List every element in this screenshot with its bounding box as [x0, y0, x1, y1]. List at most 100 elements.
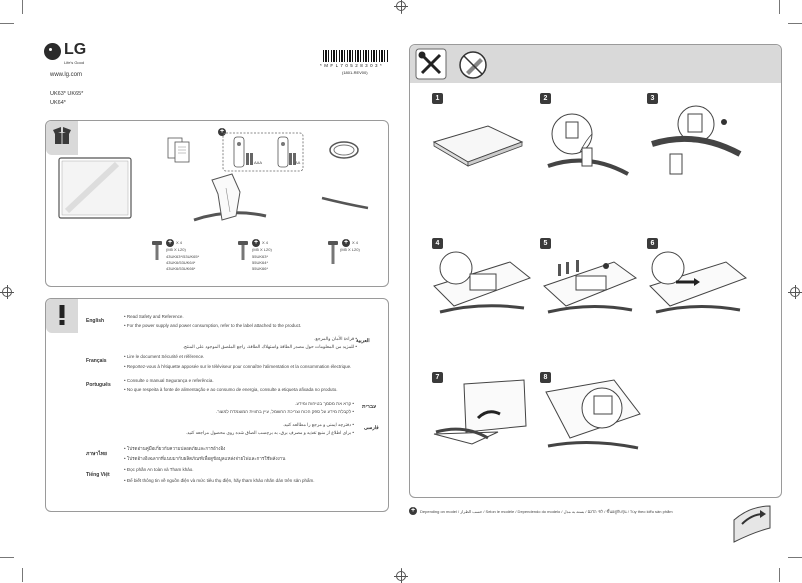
registration-mark — [394, 569, 408, 583]
step-3-illustration — [651, 105, 742, 175]
screw-count: X 4 — [176, 240, 183, 245]
depending-on-model-note: Depending on model / حسب الطراز / Selon … — [420, 509, 673, 514]
brand-tagline: Life's Good — [64, 60, 85, 65]
crop-mark — [0, 23, 14, 24]
safety-line: • No que respeita à fonte de alimentação… — [124, 387, 338, 392]
screw-count: X 4 — [352, 240, 359, 245]
no-tools-required-icon — [459, 51, 487, 79]
safety-line-rtl: • قراءة الأمان والمرجع. — [314, 336, 357, 341]
lang-label-english: English — [86, 318, 105, 324]
power-cable-icon — [329, 141, 359, 159]
screw-plus-icon: + — [166, 239, 174, 247]
safety-line: • For the power supply and power consump… — [124, 323, 302, 328]
screw-spec: (M5 X L20) — [252, 247, 272, 252]
page-turn-icon — [733, 505, 771, 543]
step-number: 2 — [540, 93, 551, 104]
optional-plus-icon: + — [409, 507, 417, 515]
remote-control-alt-icon — [277, 136, 289, 168]
step-5-illustration — [543, 260, 638, 314]
lang-label-persian: فارسی — [364, 425, 379, 431]
optional-items-box — [222, 132, 304, 172]
battery-aaa-icon — [246, 153, 253, 165]
step-number: 3 — [647, 93, 658, 104]
step-number: 1 — [432, 93, 443, 104]
optional-plus-icon: + — [218, 128, 226, 136]
screw-icon — [328, 241, 338, 264]
brand-logo: LG — [64, 41, 87, 58]
brand-url: www.lg.com — [50, 72, 83, 78]
battery-aa-label: AA — [295, 160, 301, 165]
screw-model: 43UK6/53UK66* — [166, 266, 196, 271]
model-list: UK63* UK65* UK64* — [50, 90, 83, 108]
barcode — [323, 50, 388, 62]
screw-spec: (M5 X L20) — [340, 247, 360, 252]
screw-model: 43UK63*/53UK65* — [166, 254, 200, 259]
crop-mark — [788, 23, 802, 24]
step-number: 5 — [540, 238, 551, 249]
step-number: 8 — [540, 372, 551, 383]
crop-mark — [788, 557, 802, 558]
safety-line: • Đọc phần An toàn và Tham khảo. — [124, 467, 194, 472]
crop-mark — [22, 568, 23, 582]
lang-label-vietnamese: Tiếng Việt — [86, 472, 110, 478]
safety-line: • โปรดอ้างอิงฉลากที่แนบมากับผลิตภัณฑ์เพื… — [124, 456, 286, 461]
lang-label-portuguese: Português — [86, 382, 111, 388]
warning-exclamation-icon — [59, 305, 65, 325]
safety-line: • โปรดอ่านคู่มือเกี่ยวกับความปลอดภัยและก… — [124, 446, 226, 451]
battery-aaa-label: AAA — [254, 160, 263, 165]
registration-mark — [0, 285, 14, 299]
barcode-code: (1801-REV00) — [342, 70, 368, 75]
step-number: 4 — [432, 238, 443, 249]
lang-label-thai: ภาษาไทย — [86, 451, 107, 457]
safety-line-rtl: • برای اطلاع از منبع تغذیه و مصرف برق، ب… — [185, 430, 354, 435]
step-6-illustration — [649, 251, 748, 314]
step-number: 6 — [647, 238, 658, 249]
crop-mark — [779, 0, 780, 14]
screw-plus-icon: + — [252, 239, 260, 247]
screw-spec: (M5 X L20) — [166, 247, 186, 252]
screw-model: 55UK63* — [252, 254, 269, 259]
safety-line: • Consulte o manual Segurança e referênc… — [124, 378, 214, 383]
step-4-illustration — [433, 251, 532, 314]
safety-line: • Read Safety and Reference. — [124, 314, 184, 319]
screw-count: X 4 — [262, 240, 269, 245]
step-1-illustration — [432, 125, 524, 167]
crop-mark — [779, 568, 780, 582]
screw-icon — [238, 241, 248, 260]
lang-label-hebrew: עברית — [362, 404, 377, 410]
step-8-illustration — [545, 379, 641, 450]
model-line: UK64* — [50, 100, 66, 106]
screw-model: 55UK66* — [252, 266, 269, 271]
tv-panel-image — [58, 157, 132, 219]
step-number: 7 — [432, 372, 443, 383]
screw-model: 43UK6/53UK64* — [166, 260, 196, 265]
safety-line-rtl: • קרא את מסמך בטיחות ומידע. — [295, 401, 354, 406]
lg-logo-icon — [44, 43, 61, 60]
crop-mark — [0, 557, 14, 558]
battery-aa-icon — [289, 153, 296, 165]
step-7-illustration — [433, 379, 527, 445]
manual-documents-icon — [167, 137, 190, 163]
lang-label-french: Français — [86, 358, 107, 364]
registration-mark — [788, 285, 802, 299]
registration-mark — [394, 0, 408, 13]
stand-base-image — [193, 173, 267, 222]
safety-line-rtl: • للمزيد من المعلومات حول مصدر الطاقة وا… — [182, 344, 357, 349]
crop-mark — [22, 0, 23, 14]
box-icon — [53, 127, 71, 144]
model-line: UK63* UK65* — [50, 91, 84, 97]
remote-control-icon — [233, 136, 245, 168]
safety-line: • Reportez-vous à l'étiquette apposée su… — [124, 364, 352, 369]
screw-icon — [152, 241, 162, 260]
safety-line: • Lire le document Sécurité et référence… — [124, 354, 205, 359]
barcode-number: * M F L 7 0 5 2 8 3 0 3 * — [320, 63, 383, 68]
step-2-illustration — [547, 113, 629, 176]
safety-line-rtl: • לקבלת מידע על ספק הכוח וצריכת החשמל, ע… — [216, 409, 354, 414]
screw-model: 55UK64* — [252, 260, 269, 265]
lang-label-arabic: العربية — [356, 338, 370, 344]
stand-bar-image — [321, 196, 369, 210]
screw-plus-icon: + — [342, 239, 350, 247]
safety-panel — [45, 298, 389, 512]
tools-icon — [415, 48, 447, 80]
safety-line-rtl: • دفترچه ایمنی و مرجع را مطالعه کنید. — [282, 422, 354, 427]
